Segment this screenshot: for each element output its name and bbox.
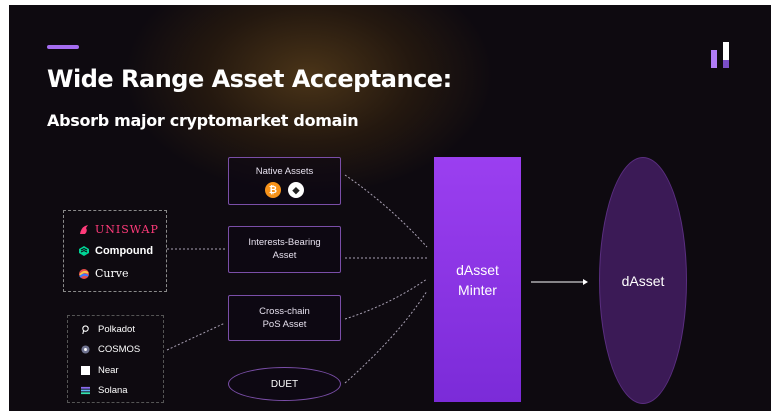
solana-icon xyxy=(81,386,90,395)
near-item: Near xyxy=(81,365,119,376)
curve-item: Curve xyxy=(78,267,128,280)
defi-protocol-group: UNISWAP Compound Curve xyxy=(63,210,167,292)
native-coin-row: ₿ ◆ xyxy=(229,182,340,198)
accent-bar xyxy=(47,45,79,49)
bitcoin-icon: ₿ xyxy=(265,182,281,198)
arrow-right-icon xyxy=(531,279,588,285)
crosschain-pos-box: Cross-chain PoS Asset xyxy=(228,295,341,341)
slide: Wide Range Asset Acceptance: Absorb majo… xyxy=(9,5,771,411)
native-assets-label: Native Assets xyxy=(255,166,314,177)
curve-label: Curve xyxy=(95,267,129,280)
polkadot-item: Polkadot xyxy=(81,324,135,335)
minter-label-line2: Minter xyxy=(458,281,497,298)
unicorn-icon xyxy=(80,224,88,234)
solana-item: Solana xyxy=(81,385,128,396)
cosmos-item: COSMOS xyxy=(81,344,140,355)
near-label: Near xyxy=(98,365,119,376)
interest-bearing-label-line2: Asset xyxy=(272,250,297,261)
dasset-minter-block: dAsset Minter xyxy=(434,157,521,402)
uniswap-label: UNISWAP xyxy=(95,223,159,236)
duet-label: DUET xyxy=(270,378,299,390)
slide-subtitle: Absorb major cryptomarket domain xyxy=(47,111,359,130)
cosmos-icon xyxy=(81,345,90,354)
minter-label-line1: dAsset xyxy=(456,261,499,278)
compound-label: Compound xyxy=(95,245,154,257)
duet-logo-icon xyxy=(711,42,729,68)
crosschain-label-line1: Cross-chain xyxy=(259,306,310,317)
chain-group: Polkadot COSMOS Near Solana xyxy=(67,315,164,403)
cosmos-label: COSMOS xyxy=(98,344,141,355)
polkadot-icon xyxy=(82,325,89,334)
slide-title: Wide Range Asset Acceptance: xyxy=(47,65,452,93)
near-icon xyxy=(81,366,90,375)
connector-lines xyxy=(166,174,428,384)
solana-label: Solana xyxy=(98,385,128,396)
compound-icon xyxy=(79,246,89,256)
compound-item: Compound xyxy=(78,245,153,257)
interest-bearing-label-line1: Interests-Bearing xyxy=(248,237,321,248)
crosschain-label-line2: PoS Asset xyxy=(262,319,307,330)
native-assets-box: Native Assets ₿ ◆ xyxy=(228,157,341,205)
dasset-output-oval: dAsset xyxy=(599,157,687,404)
ethereum-icon: ◆ xyxy=(288,182,304,198)
polkadot-label: Polkadot xyxy=(98,324,135,335)
duet-oval: DUET xyxy=(228,367,341,401)
interest-bearing-box: Interests-Bearing Asset xyxy=(228,226,341,273)
dasset-output-label: dAsset xyxy=(621,272,665,289)
uniswap-item: UNISWAP xyxy=(78,223,159,236)
curve-icon xyxy=(79,268,89,279)
